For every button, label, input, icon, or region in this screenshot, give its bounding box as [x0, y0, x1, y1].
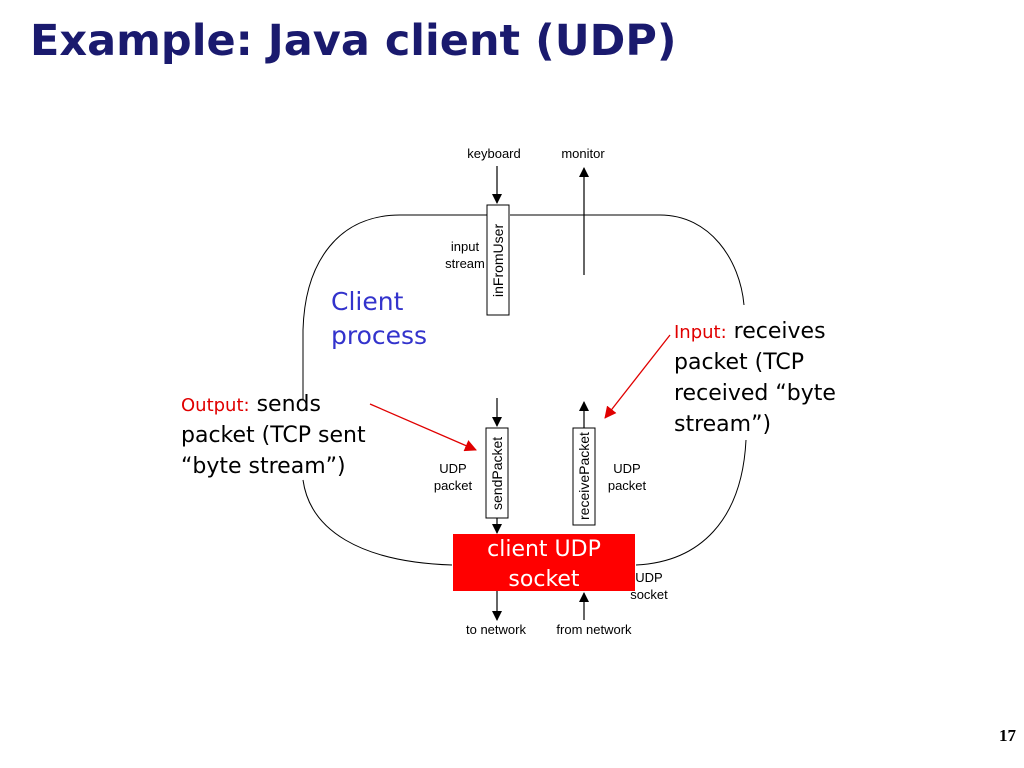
- to-network-label: to network: [466, 622, 526, 637]
- udp-socket-label-1: UDP: [635, 570, 662, 585]
- monitor-label: monitor: [561, 146, 605, 161]
- input-stream-label-1: input: [451, 239, 480, 254]
- output-note-line-1: Output: sends: [181, 392, 321, 417]
- in-from-user-label: inFromUser: [490, 224, 506, 297]
- receive-packet-label: receivePacket: [576, 432, 592, 520]
- input-note-line-4: stream”): [674, 412, 771, 437]
- input-note-line-2: packet (TCP: [674, 350, 804, 375]
- page-number: 17: [999, 726, 1016, 745]
- client-process-label-2: process: [331, 321, 427, 350]
- udp-socket-label-2: socket: [630, 587, 668, 602]
- in-from-user-box: [486, 204, 510, 316]
- udp-packet-left-1: UDP: [439, 461, 466, 476]
- udp-packet-right-2: packet: [608, 478, 647, 493]
- client-udp-socket-box: [453, 534, 635, 591]
- output-pointer-arrow: [369, 403, 477, 452]
- input-key: Input:: [674, 322, 727, 343]
- output-key: Output:: [181, 395, 250, 416]
- client-udp-socket-label-1: client UDP: [487, 537, 601, 562]
- udp-packet-left-2: packet: [434, 478, 473, 493]
- output-note-line-3: “byte stream”): [181, 454, 346, 479]
- client-udp-socket-label-2: socket: [508, 567, 580, 592]
- client-process-label-1: Client: [331, 287, 404, 316]
- input-note-text-1: receives: [727, 319, 826, 344]
- input-note-line-1: Input: receives: [674, 319, 826, 344]
- send-packet-label: sendPacket: [489, 437, 505, 510]
- process-boundary: [302, 214, 747, 566]
- input-stream-label-2: stream: [445, 256, 485, 271]
- input-note-line-3: received “byte: [674, 381, 836, 406]
- udp-packet-right-1: UDP: [613, 461, 640, 476]
- slide-title: Example: Java client (UDP): [30, 16, 677, 66]
- output-note-text-1: sends: [250, 392, 321, 417]
- keyboard-label: keyboard: [467, 146, 520, 161]
- output-note-line-2: packet (TCP sent: [181, 423, 366, 448]
- receive-packet-box: [572, 427, 596, 526]
- input-pointer-arrow: [604, 334, 671, 419]
- from-network-label: from network: [556, 622, 632, 637]
